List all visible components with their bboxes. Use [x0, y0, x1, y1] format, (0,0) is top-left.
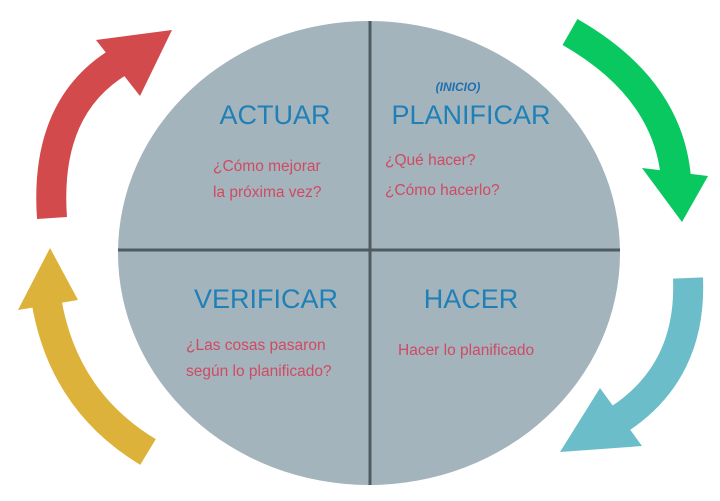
verificar-questions: ¿Las cosas pasaron según lo planificado?	[186, 333, 332, 385]
planificar-questions: ¿Qué hacer? ¿Cómo hacerlo?	[385, 146, 500, 206]
hacer-line-1: Hacer lo planificado	[398, 342, 535, 359]
actuar-questions: ¿Cómo mejorar la próxima vez?	[213, 154, 322, 206]
arrow-hacer-icon	[560, 277, 704, 452]
inicio-tag: (INICIO)	[435, 80, 481, 94]
planificar-question-2: ¿Cómo hacerlo?	[385, 182, 500, 199]
verificar-question-1: ¿Las cosas pasaron	[186, 337, 326, 354]
actuar-title: ACTUAR	[219, 100, 331, 130]
arrow-verificar-icon	[18, 248, 156, 465]
actuar-question-2: la próxima vez?	[213, 184, 322, 201]
arrow-actuar-icon	[36, 30, 172, 220]
hacer-title: HACER	[423, 284, 519, 314]
verificar-question-2: según lo planificado?	[186, 363, 332, 380]
hacer-questions: Hacer lo planificado	[398, 338, 534, 364]
actuar-question-1: ¿Cómo mejorar	[213, 158, 321, 175]
arrow-planificar-icon	[562, 18, 708, 222]
verificar-title: VERIFICAR	[193, 284, 339, 314]
planificar-title: PLANIFICAR	[391, 100, 551, 130]
planificar-question-1: ¿Qué hacer?	[385, 152, 476, 169]
